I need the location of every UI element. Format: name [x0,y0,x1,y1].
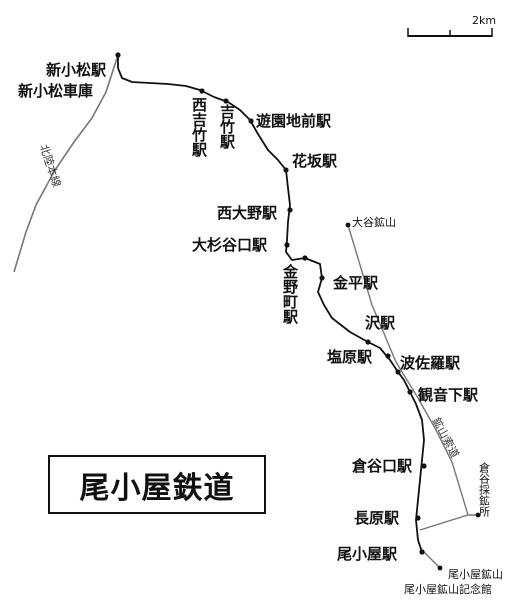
station-label-sawa: 沢駅 [365,314,396,332]
station-label-yuenchimae: 遊園地前駅 [256,112,332,130]
station-label-hanasaka: 花坂駅 [292,152,338,170]
mine-ropeway-line [347,224,469,516]
label-kuratani-mine: 倉谷採鉱所 [478,461,491,518]
station-dot-nishiyoshitake [199,88,205,94]
station-dot-kanehira [319,275,325,281]
station-label-oosugidani: 大杉谷口駅 [192,236,268,254]
scale-label: 2km [472,14,496,27]
station-dot-sawa [365,339,371,345]
kuratani-branch-line [419,514,478,531]
station-label-okoya: 尾小屋駅 [337,545,398,563]
station-dot-hanasaka [283,167,289,173]
label-okoya-museum: 尾小屋鉱山記念館 [404,582,492,596]
label-ootani-mine: 大谷鉱山 [352,215,396,229]
station-dot-nishioono [287,207,293,213]
station-label-nagahara: 長原駅 [354,509,400,527]
scale-bar: 2km [407,14,496,37]
label-hokuriku-line: 北陸本線 [37,143,64,189]
mine-dot-ootani [345,222,351,228]
hokuriku-main-line [13,54,119,273]
mine-dot-okoya [437,565,443,571]
station-dot-okoya [419,549,425,555]
station-label-nishiyoshitake: 西吉竹駅 [190,97,208,158]
station-dot-nagahara [415,515,421,521]
station-label-kanehira: 金平駅 [332,274,379,292]
station-dot-oosugidani [284,242,290,248]
station-dot-kanenomachi [302,255,308,261]
station-label-kanenomachi: 金野町駅 [281,263,299,325]
station-label-yoshitake: 吉竹駅 [218,103,236,150]
station-dot-yuenchimae [248,118,254,124]
station-label-kannonshita: 観音下駅 [418,386,479,404]
station-label-hasara: 波佐羅駅 [400,354,461,372]
station-label-shinkomatsu-depot: 新小松車庫 [18,82,93,100]
station-dot-kuratanikuchi [421,463,427,469]
station-dot-shinkomatsu [115,52,121,58]
station-label-shiobara: 塩原駅 [327,348,373,366]
station-label-kuratanikuchi: 倉谷口駅 [351,457,413,475]
map-title: 尾小屋鉄道 [79,470,235,506]
label-mine-ropeway: 鉱山索道 [429,415,462,460]
station-dot-yoshitake [223,98,229,104]
station-dot-hasara [395,369,401,375]
station-dot-shiobara [385,353,391,359]
station-label-nishioono: 西大野駅 [217,204,278,222]
station-markers [115,52,481,571]
station-label-shinkomatsu: 新小松駅 [46,61,107,79]
mine-dot-kuratani [475,512,481,518]
station-dot-kannonshita [407,389,413,395]
label-okoya-mine: 尾小屋鉱山 [448,567,503,581]
map-title-box: 尾小屋鉄道 [48,455,266,514]
